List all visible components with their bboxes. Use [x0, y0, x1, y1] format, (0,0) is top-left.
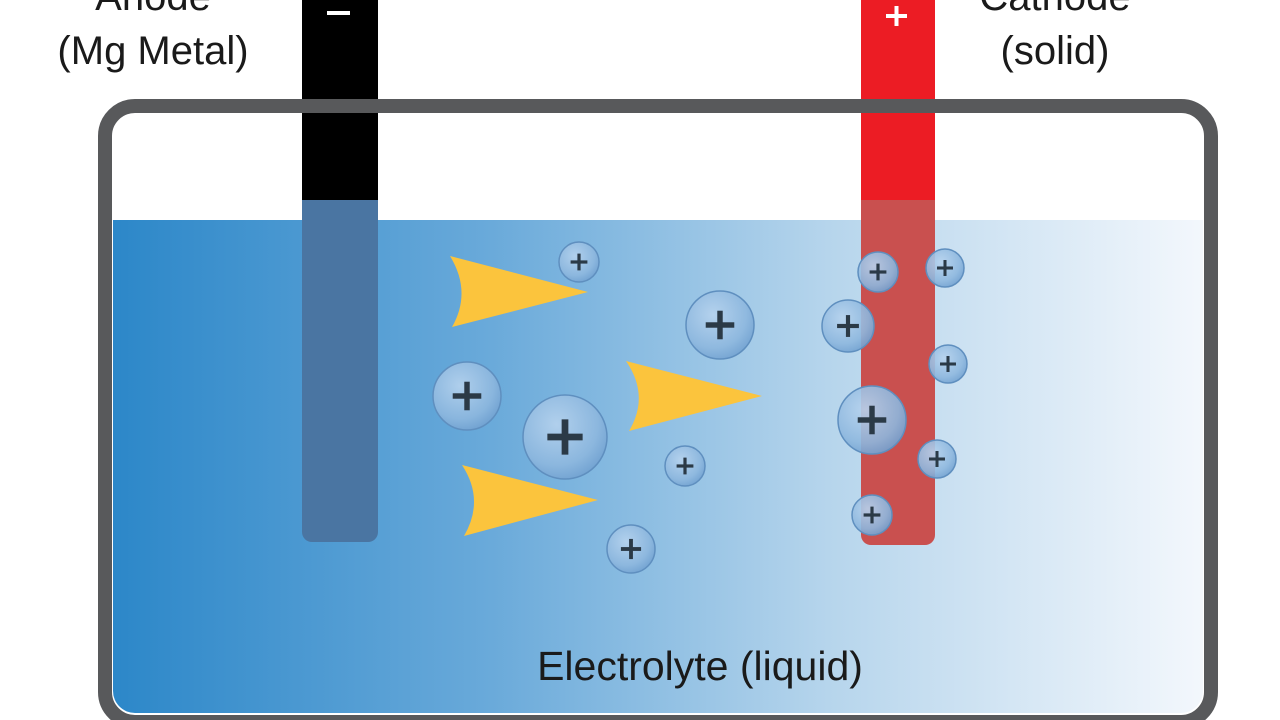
ion-icon	[837, 385, 907, 455]
ion-icon	[685, 290, 755, 360]
cell-container	[98, 99, 1218, 720]
anode-label: Anode (Mg Metal)	[28, 0, 278, 90]
anode-electrode	[302, 0, 378, 542]
arrow-icon	[626, 361, 762, 431]
arrow-icon	[462, 465, 598, 536]
ion-icon	[606, 524, 656, 574]
arrow-icon	[450, 256, 588, 327]
ion-icon	[522, 394, 608, 480]
electrolyte-liquid	[113, 220, 1203, 713]
ion-icon	[928, 344, 968, 384]
ion-icon	[821, 299, 875, 353]
ion-icon	[851, 494, 893, 536]
electrolyte-label: Electrolyte (liquid)	[537, 643, 863, 689]
ion-icon	[558, 241, 600, 283]
ion-icon	[925, 248, 965, 288]
anode-title: Anode	[28, 0, 278, 20]
anode-subtitle: (Mg Metal)	[57, 29, 249, 73]
ion-icon	[857, 251, 899, 293]
minus-sign-icon	[327, 11, 350, 15]
ion-group	[432, 241, 968, 574]
cathode-subtitle: (solid)	[1000, 29, 1110, 73]
ion-icon	[917, 439, 957, 479]
ion-icon	[432, 361, 502, 431]
ion-icon	[664, 445, 706, 487]
cathode-title: Cathode	[945, 0, 1165, 20]
plus-sign-icon	[886, 6, 907, 26]
cathode-label: Cathode (solid)	[945, 0, 1165, 90]
